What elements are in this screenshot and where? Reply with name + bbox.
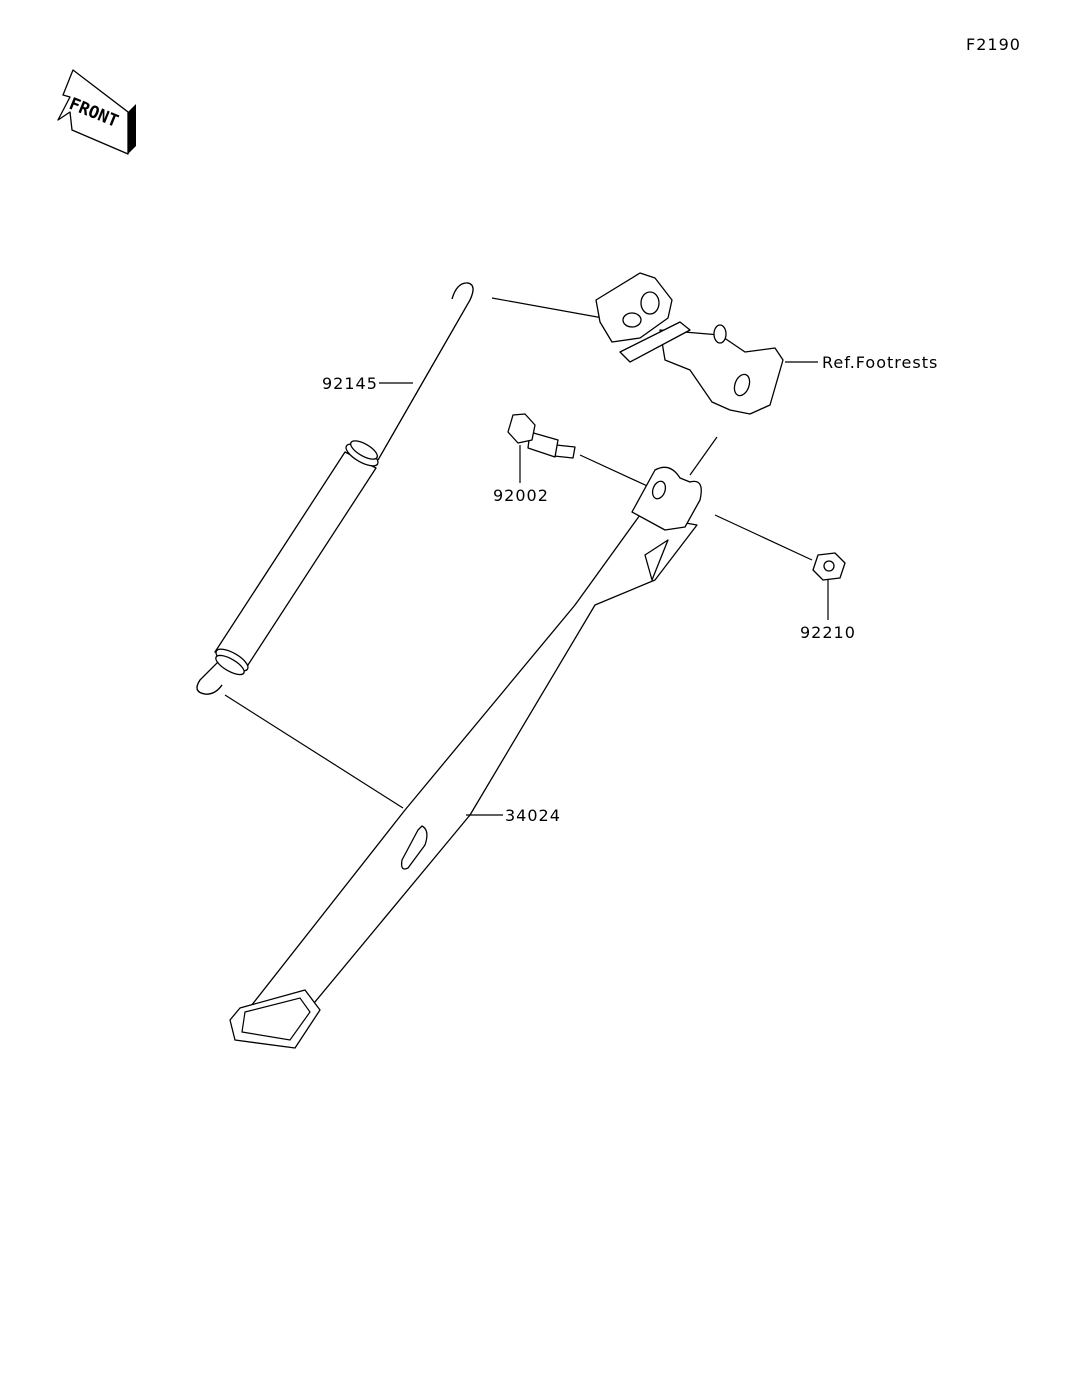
bolt-92002: [507, 413, 576, 459]
footrest-bracket: [595, 272, 784, 415]
diagram-code: F2190: [966, 35, 1021, 54]
spring-92145: [196, 282, 474, 695]
nut-92210: [812, 552, 846, 581]
front-arrow-icon: FRONT: [57, 69, 136, 155]
side-stand-34024: [229, 466, 702, 1049]
part-label-92210[interactable]: 92210: [800, 623, 856, 642]
part-label-34024[interactable]: 34024: [505, 806, 561, 825]
part-label-92145[interactable]: 92145: [322, 374, 378, 393]
ref-footrests-label[interactable]: Ref.Footrests: [822, 353, 938, 372]
part-label-92002[interactable]: 92002: [493, 486, 549, 505]
